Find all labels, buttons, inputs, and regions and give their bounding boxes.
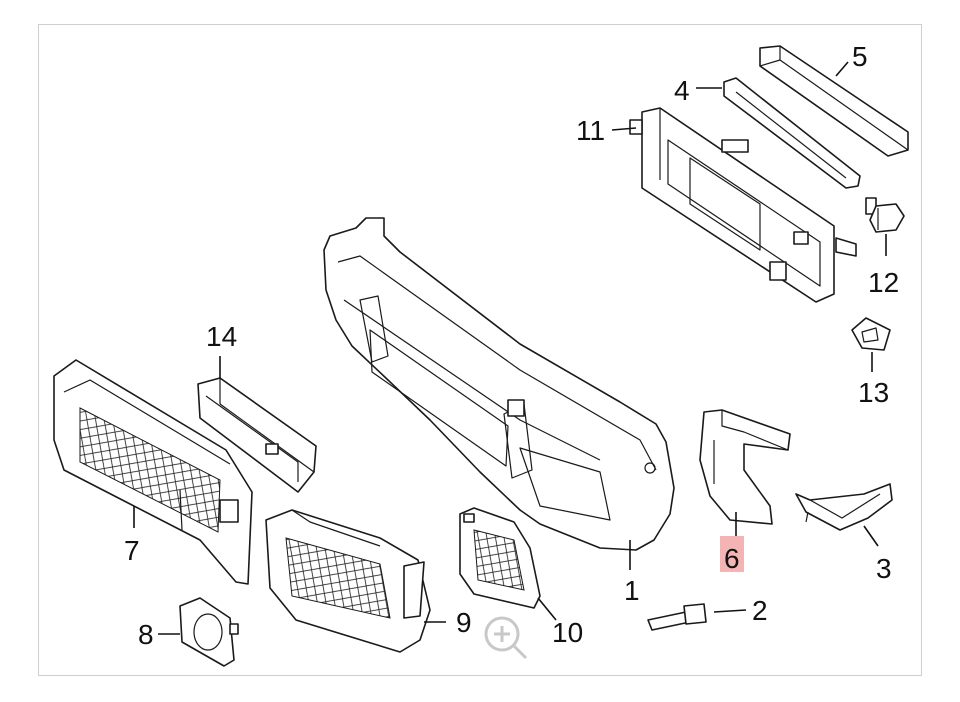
callout-2[interactable]: 2 [752,595,768,626]
part-7-grille[interactable] [53,359,253,585]
part-4-strip[interactable] [723,77,861,189]
part-2-rivet[interactable] [647,603,707,631]
part-12-bolt[interactable] [865,197,905,233]
callout-14[interactable]: 14 [206,321,237,352]
callout-10[interactable]: 10 [552,617,583,648]
callout-12[interactable]: 12 [868,267,899,298]
callout-6[interactable]: 6 [724,543,740,574]
zoom-in-icon[interactable] [484,616,528,660]
callout-6-highlight [720,536,744,572]
callout-11[interactable]: 11 [576,115,605,146]
part-13-clip-nut[interactable] [851,317,891,351]
callout-7[interactable]: 7 [124,535,140,566]
part-8-bezel[interactable] [179,597,239,667]
part-1-bumper-cover[interactable] [323,217,675,551]
part-10-cover-plate[interactable] [459,507,541,609]
part-9-lower-grille[interactable] [265,509,431,653]
leader-lines [133,61,887,635]
callout-1[interactable]: 1 [624,575,640,606]
callout-5[interactable]: 5 [852,41,868,72]
part-6-side-bracket[interactable] [699,409,791,525]
callout-13[interactable]: 13 [858,377,889,408]
callout-4[interactable]: 4 [674,75,690,106]
part-5-upper-beam[interactable] [759,45,909,157]
part-3-corner-bracket[interactable] [795,483,893,531]
callout-8[interactable]: 8 [138,619,154,650]
callout-3[interactable]: 3 [876,553,892,584]
callout-9[interactable]: 9 [456,607,472,638]
part-11-support-frame[interactable] [629,107,857,303]
callout-labels: 5 4 11 12 13 14 7 6 3 1 2 8 9 10 [124,41,899,650]
